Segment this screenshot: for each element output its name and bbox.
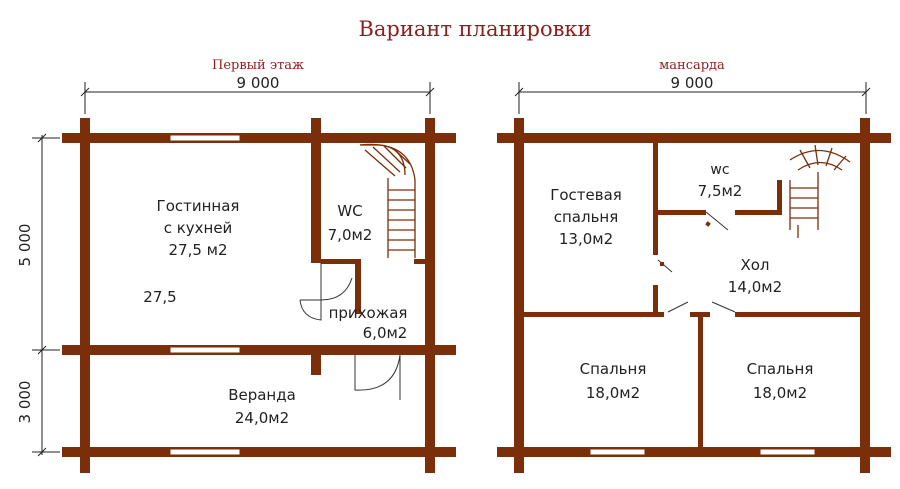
entry-hall-area: 6,0м2 [363,324,408,342]
bedroom-1-name: Спальня [580,360,647,378]
bedroom-2-name: Спальня [747,360,814,378]
living-room-name-line1: Гостинная [157,197,240,215]
attic-hall-name: Хол [740,256,769,274]
wc-name: WC [337,202,362,220]
attic-wc-area: 7,5м2 [698,182,743,200]
living-room-extra-value: 27,5 [143,288,176,306]
attic-width-dimension: 9 000 [514,74,871,114]
living-room-name-line2: с кухней [164,219,233,237]
bedroom-2-area: 18,0м2 [753,384,807,402]
attic-wc-name: wc [710,162,729,178]
veranda-name: Веранда [228,386,296,404]
first-floor-plan: Первый этаж 9 000 5 000 3 000 [16,58,456,473]
first-floor-height-dimension: 5 000 3 000 [16,133,60,457]
first-floor-walls [62,118,456,473]
attic-hall-area: 14,0м2 [728,278,782,296]
page-title: Вариант планировки [358,17,591,41]
attic-walls [497,118,891,473]
first-floor-staircase [359,143,416,258]
attic-doors [657,211,736,313]
attic-staircase [789,144,851,238]
first-floor-height-bottom-label: 3 000 [16,381,34,424]
first-floor-width-dimension: 9 000 [80,74,435,114]
guest-bedroom-name-line2: спальня [554,208,619,226]
wc-area: 7,0м2 [328,226,373,244]
guest-bedroom-area: 13,0м2 [559,230,613,248]
living-room-area: 27,5 м2 [168,241,227,259]
first-floor-height-top-label: 5 000 [16,224,34,267]
veranda-area: 24,0м2 [235,409,289,427]
attic-width-label: 9 000 [671,74,714,92]
entry-hall-name: прихожая [329,304,408,322]
guest-bedroom-name-line1: Гостевая [550,186,622,204]
first-floor-label: Первый этаж [212,58,304,73]
attic-floor-plan: мансарда 9 000 [497,58,891,473]
first-floor-width-label: 9 000 [237,74,280,92]
attic-label: мансарда [659,58,725,73]
bedroom-1-area: 18,0м2 [586,384,640,402]
first-floor-doors [299,263,401,400]
